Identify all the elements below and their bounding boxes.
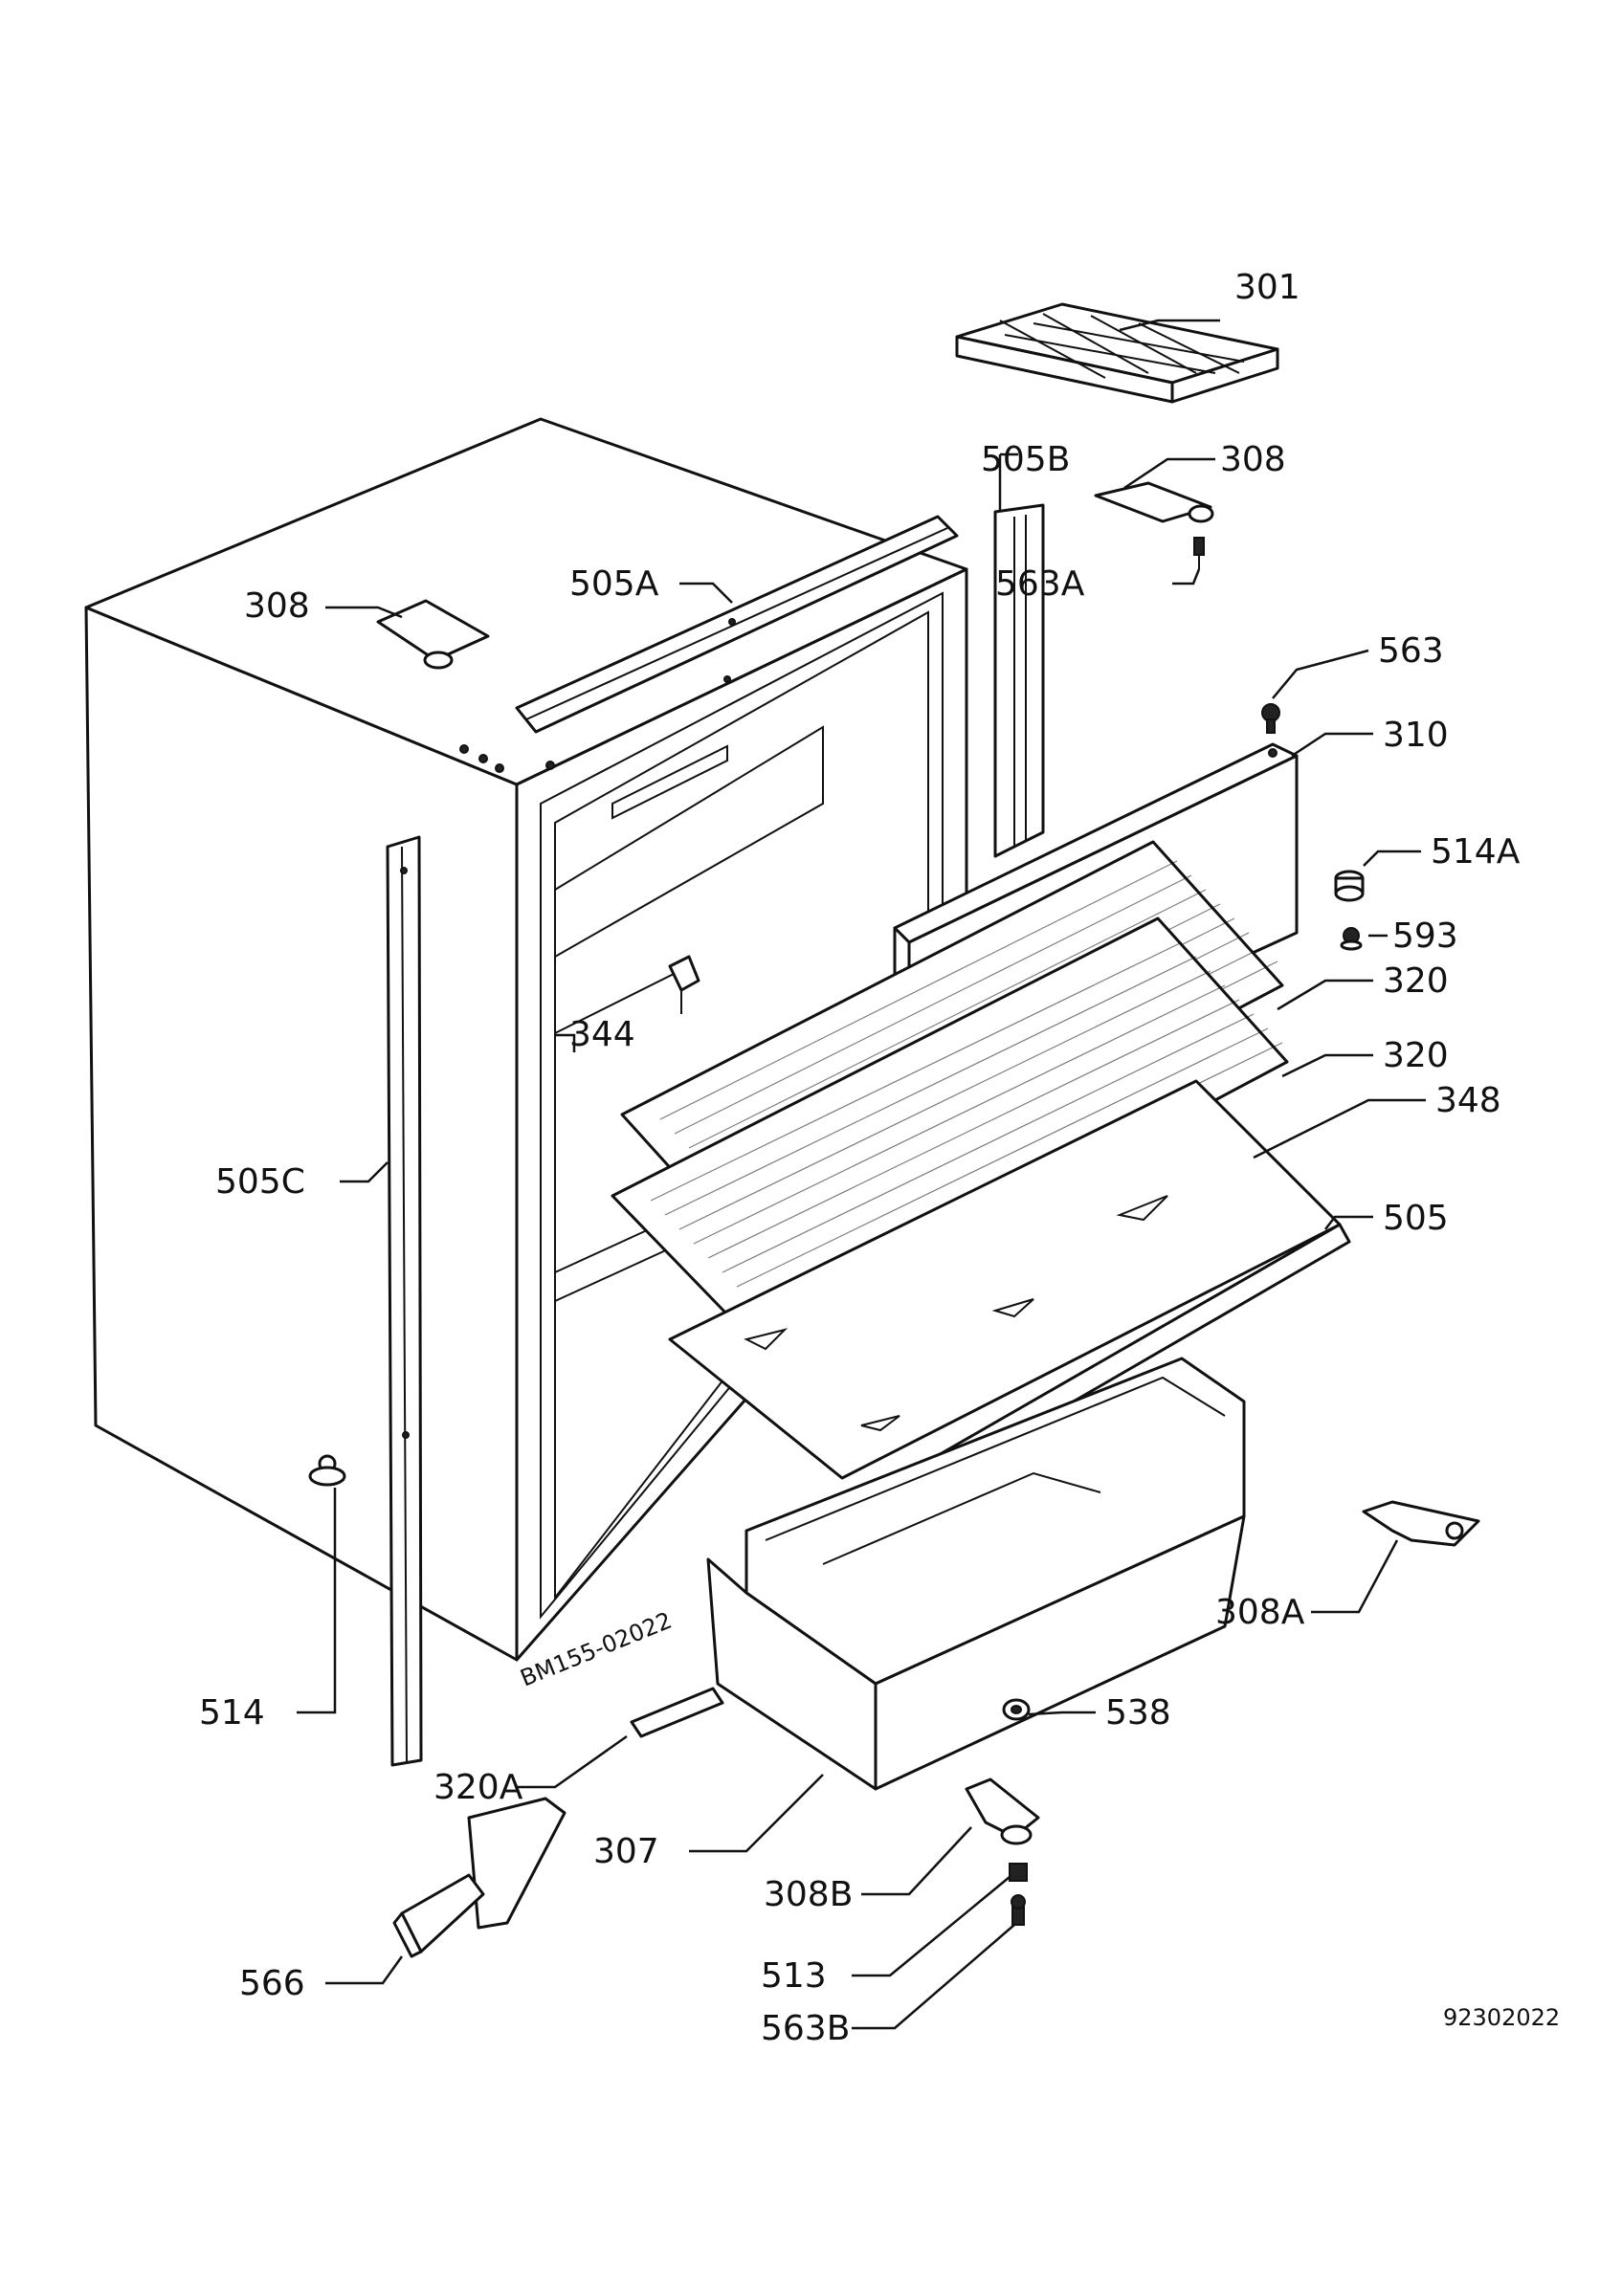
foot-514-part: [308, 1454, 346, 1487]
rail-505b-part: [993, 503, 1045, 858]
label-593: 593: [1392, 916, 1458, 956]
label-308-top: 308: [1220, 440, 1286, 479]
label-308a: 308A: [1215, 1593, 1305, 1632]
label-310: 310: [1383, 716, 1449, 755]
label-308b: 308B: [764, 1875, 853, 1914]
hinge-308-left-part: [376, 599, 490, 670]
shelf-320-lower-part: [611, 916, 1289, 1346]
ice-tray-part: [955, 302, 1279, 404]
label-308-left: 308: [244, 586, 310, 626]
screw-563-part: [1261, 703, 1280, 734]
label-320a: 320A: [433, 1768, 523, 1807]
screw-563b-part: [1011, 1894, 1026, 1926]
label-348: 348: [1435, 1081, 1501, 1120]
label-563b: 563B: [761, 2009, 850, 2048]
label-513: 513: [761, 1956, 827, 1996]
cap-538-part: [1002, 1698, 1031, 1721]
label-563a: 563A: [995, 564, 1085, 604]
label-307: 307: [593, 1832, 659, 1871]
leader-lines: [297, 319, 1426, 2030]
bracket-308b-part: [965, 1777, 1040, 1845]
label-514a: 514A: [1431, 832, 1521, 872]
handle-320a-part: [630, 1687, 724, 1738]
label-563: 563: [1378, 631, 1444, 671]
label-538: 538: [1105, 1693, 1171, 1733]
drawer-307-part: [706, 1357, 1246, 1791]
drawing-number: 92302022: [1443, 2004, 1560, 2031]
label-505c: 505C: [215, 1162, 305, 1202]
label-505b: 505B: [981, 440, 1070, 479]
bracket-308a-part: [1362, 1500, 1480, 1547]
foot-514a-part: [1334, 870, 1365, 902]
hinge-308-top-part: [1094, 481, 1214, 569]
rail-505c-part: [386, 835, 423, 1767]
label-320-lower: 320: [1383, 1036, 1449, 1075]
rail-505a-part: [515, 515, 959, 734]
label-301: 301: [1234, 268, 1300, 307]
label-514: 514: [199, 1693, 265, 1733]
clip-344-part: [668, 955, 700, 1014]
label-320-upper: 320: [1383, 961, 1449, 1001]
label-344: 344: [569, 1015, 635, 1054]
bushing-513-part: [1009, 1863, 1028, 1882]
label-505: 505: [1383, 1199, 1449, 1238]
door-handle-566-part: [392, 1797, 567, 1958]
label-566: 566: [239, 1964, 305, 2003]
screw-593-part: [1340, 927, 1363, 951]
label-505a: 505A: [569, 564, 659, 604]
